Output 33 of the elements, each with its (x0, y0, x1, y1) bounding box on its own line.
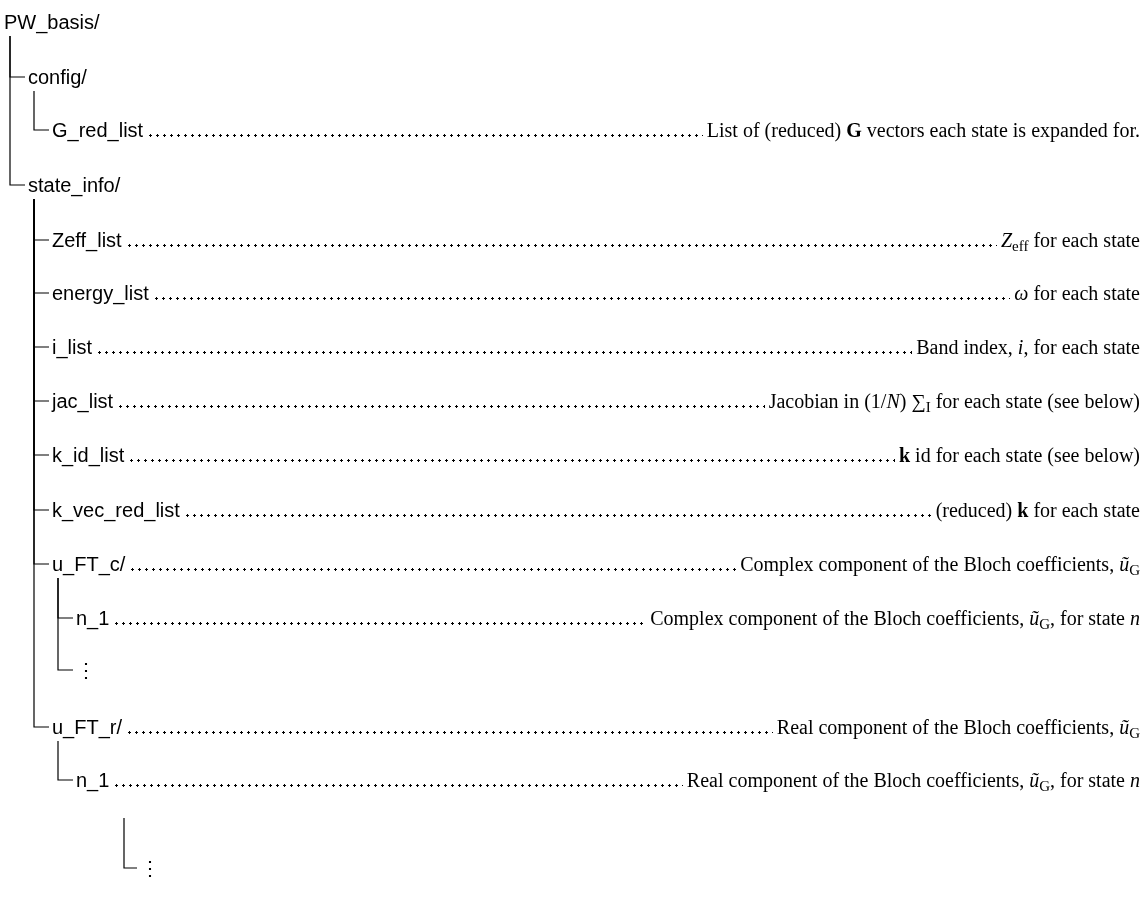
description: Real component of the Bloch coefficients, ũ$_{G}$ (776, 715, 1140, 741)
folder-name: state_info/ (28, 171, 121, 199)
description: Complex component of the Bloch coefficients, ũ$_{G}$ (740, 552, 1140, 578)
file-name: i_list (52, 335, 92, 361)
file-name: G_red_list (52, 118, 144, 144)
description: (reduced) k for each state (935, 498, 1140, 524)
description: k id for each state (see below) (898, 443, 1140, 469)
description: Z$_{eff}$ for each state (1000, 228, 1140, 254)
tree-connector (33, 198, 50, 728)
description: Real component of the Bloch coefficients, ũ$_{G}$, for state n (686, 768, 1140, 794)
description: Band index, i, for each state (916, 335, 1140, 360)
folder-name: config/ (28, 63, 87, 91)
tree-connector (123, 817, 138, 869)
folder-name: ⋮ (76, 656, 96, 684)
description: Complex component of the Bloch coefficients, ũ$_{G}$, for state n (650, 606, 1140, 632)
description: Jacobian in (1/N) ∑$_{I}$ for each state (see below) (768, 389, 1140, 415)
description: ω for each state (1014, 281, 1140, 306)
file-name: jac_list (52, 389, 114, 415)
folder-name: PW_basis/ (4, 8, 100, 36)
tree-connector (57, 740, 74, 781)
tree-connector (33, 90, 50, 131)
file-name: energy_list (52, 281, 149, 307)
file-name: k_id_list (52, 443, 125, 469)
description: List of (reduced) G vectors each state is expanded for. (706, 118, 1140, 144)
file-name: n_1 (76, 606, 110, 632)
tree-connector (57, 577, 74, 671)
file-name: k_vec_red_list (52, 498, 180, 524)
file-name: n_1 (76, 768, 110, 794)
file-name: Zeff_list (52, 228, 122, 254)
folder-name: ⋮ (140, 854, 160, 882)
file-name: u_FT_r/ (52, 715, 123, 741)
tree-connector (9, 35, 26, 186)
file-name: u_FT_c/ (52, 552, 126, 578)
